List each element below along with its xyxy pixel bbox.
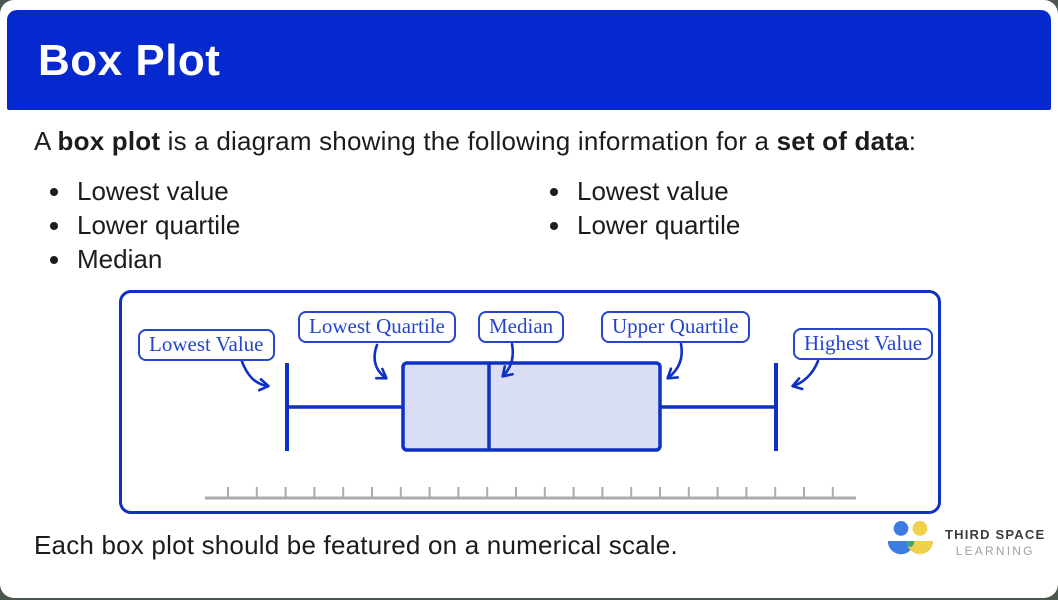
label-median: Median: [478, 311, 565, 343]
third-space-learning-logo: THIRD SPACE LEARNING: [886, 520, 1045, 560]
logo-people-icon: [887, 521, 934, 555]
footer-text: Each box plot should be featured on a nu…: [34, 530, 678, 560]
label-upper-quartile: Upper Quartile: [601, 311, 750, 343]
logo-line1: THIRD SPACE: [945, 527, 1046, 542]
title-bar: Box Plot: [7, 10, 1051, 110]
list-item: Lower quartile: [550, 208, 740, 242]
intro-part: A: [34, 126, 58, 156]
bullet-list-right: Lowest value Lower quartile: [550, 174, 740, 242]
logo-text: THIRD SPACE LEARNING: [945, 520, 1045, 558]
label-lowest-value: Lowest Value: [138, 329, 275, 361]
logo-line2: LEARNING: [955, 544, 1035, 558]
intro-text: A box plot is a diagram showing the foll…: [34, 126, 916, 157]
bullet-list-left: Lowest value Lower quartile Median: [50, 174, 240, 276]
label-highest-value: Highest Value: [793, 328, 934, 360]
label-lowest-quartile: Lowest Quartile: [298, 311, 456, 343]
intro-bold-setofdata: set of data: [776, 126, 909, 156]
list-item: Lowest value: [50, 174, 240, 208]
intro-part: is a diagram showing the following infor…: [160, 126, 777, 156]
page-title: Box Plot: [38, 36, 221, 85]
list-item: Lower quartile: [50, 208, 240, 242]
intro-bold-boxplot: box plot: [57, 126, 161, 156]
intro-part: :: [908, 126, 917, 156]
list-item: Lowest value: [550, 174, 740, 208]
list-item: Median: [50, 242, 240, 276]
